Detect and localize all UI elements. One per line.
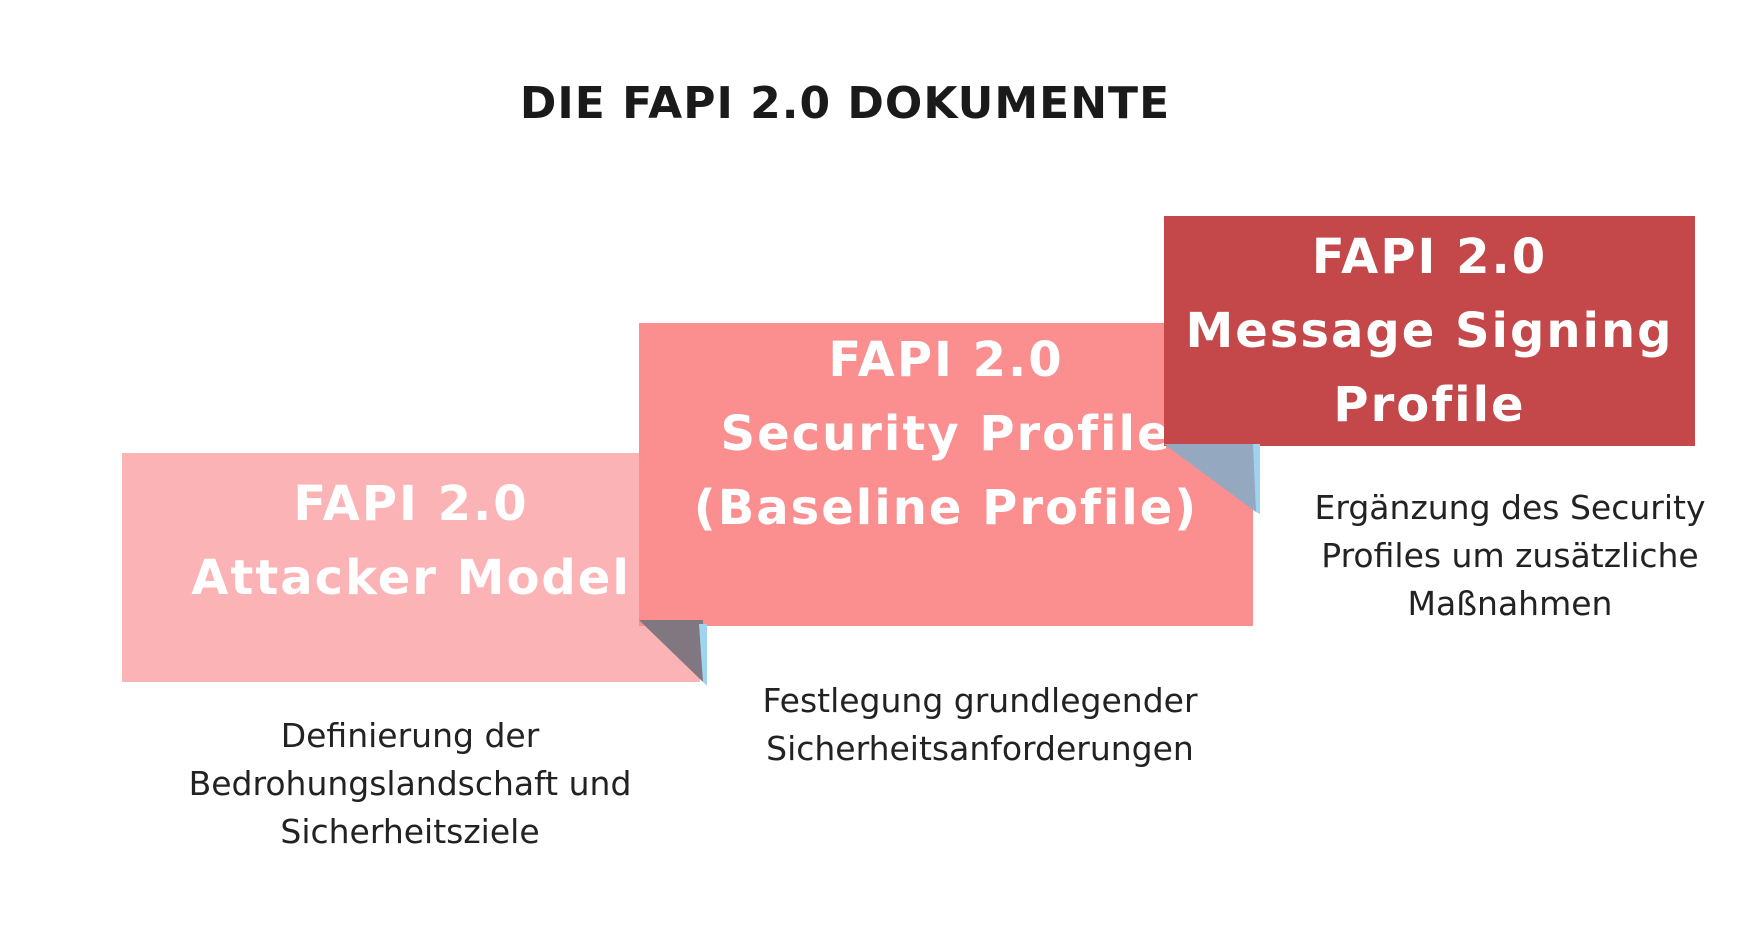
desc3-line-2: Profiles um zusätzliche: [1321, 536, 1699, 575]
step-attacker-model-description: Definierung der Bedrohungslandschaft und…: [160, 712, 660, 856]
fold-corner-2-icon: [1164, 444, 1260, 514]
step-security-profile-description: Festlegung grundlegender Sicherheitsanfo…: [720, 677, 1240, 773]
desc1-line-3: Sicherheitsziele: [280, 812, 540, 851]
page-title: DIE FAPI 2.0 DOKUMENTE: [519, 78, 1171, 129]
desc1-line-1: Definierung der: [280, 716, 540, 755]
step-attacker-model: FAPI 2.0 Attacker Model: [122, 453, 700, 682]
fold-corner-1-icon: [639, 620, 707, 686]
desc2-line-2: Sicherheitsanforderungen: [766, 729, 1194, 768]
desc2-line-1: Festlegung grundlegender: [762, 681, 1198, 720]
step-message-signing-profile: FAPI 2.0 Message Signing Profile: [1164, 216, 1695, 446]
desc3-line-3: Maßnahmen: [1407, 584, 1613, 623]
step-message-signing-line-2: Message Signing: [1185, 303, 1674, 359]
step-message-signing-line-3: Profile: [1333, 377, 1526, 433]
step-message-signing-line-1: FAPI 2.0: [1311, 229, 1548, 285]
step-security-profile: FAPI 2.0 Security Profile (Baseline Prof…: [639, 323, 1253, 626]
step-attacker-model-label: FAPI 2.0 Attacker Model: [122, 467, 700, 615]
step-security-profile-line-1: FAPI 2.0: [828, 332, 1064, 388]
step-attacker-model-line-2: Attacker Model: [191, 550, 631, 606]
desc3-line-1: Ergänzung des Security: [1314, 488, 1706, 527]
step-message-signing-description: Ergänzung des Security Profiles um zusät…: [1290, 484, 1730, 628]
step-security-profile-line-3: (Baseline Profile): [693, 480, 1199, 536]
step-attacker-model-line-1: FAPI 2.0: [293, 476, 529, 532]
step-security-profile-line-2: Security Profile: [720, 406, 1172, 462]
desc1-line-2: Bedrohungslandschaft und: [188, 764, 632, 803]
step-message-signing-profile-label: FAPI 2.0 Message Signing Profile: [1164, 220, 1695, 442]
step-security-profile-label: FAPI 2.0 Security Profile (Baseline Prof…: [639, 323, 1253, 545]
